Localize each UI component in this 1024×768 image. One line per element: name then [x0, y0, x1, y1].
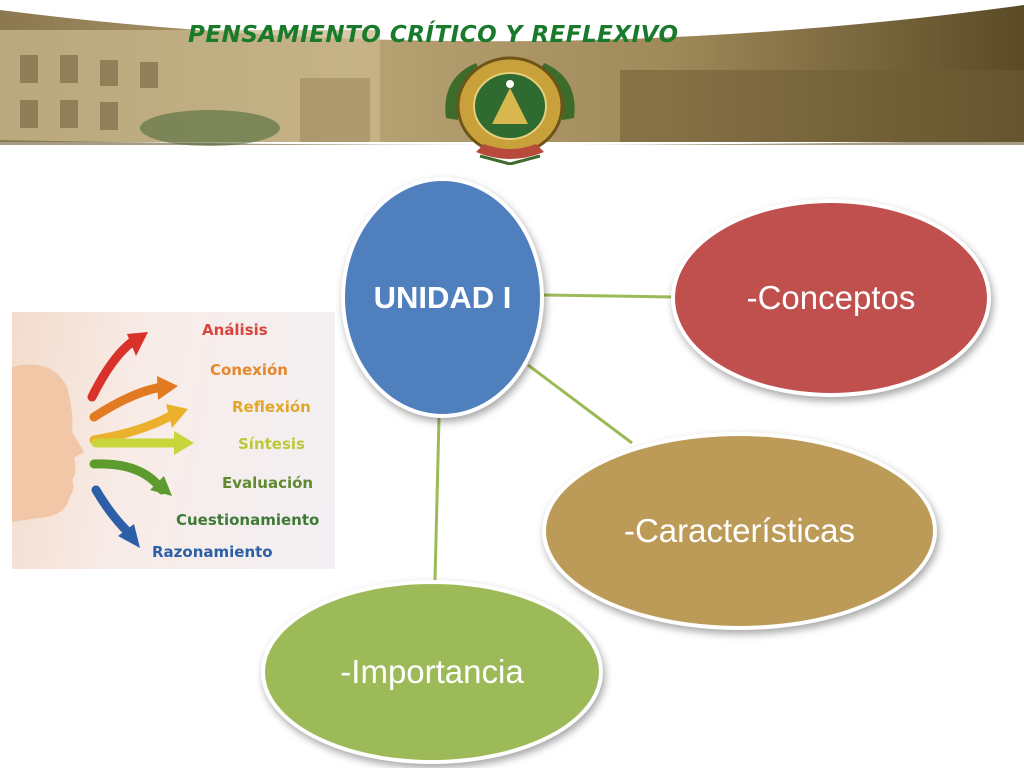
skill-label-evaluacion: Evaluación [222, 474, 314, 492]
connector-conceptos [543, 293, 674, 299]
head-with-arrows [12, 332, 194, 548]
node-importancia-label: -Importancia [340, 653, 524, 690]
page-title: PENSAMIENTO CRÍTICO Y REFLEXIVO [188, 22, 679, 48]
node-unidad-i-label: UNIDAD I [373, 279, 512, 315]
skill-label-reflexion: Reflexión [232, 398, 311, 416]
skill-label-razonamiento: Razonamiento [152, 543, 273, 561]
connector-importancia [433, 417, 441, 581]
node-conceptos: -Conceptos [671, 199, 991, 397]
university-seal [445, 56, 575, 165]
node-caracteristicas-label: -Características [623, 512, 856, 549]
skill-label-cuestionamiento: Cuestionamiento [176, 511, 320, 529]
skill-label-sintesis: Síntesis [238, 435, 305, 453]
skill-label-analisis: Análisis [202, 321, 268, 339]
connector-caracteristicas [527, 363, 633, 445]
node-importancia: -Importancia [261, 580, 603, 764]
campus-background [0, 0, 1024, 165]
critical-thinking-illustration: Análisis Conexión Reflexión Síntesis Eva… [12, 312, 335, 569]
node-conceptos-label: -Conceptos [746, 279, 916, 316]
node-caracteristicas: -Características [542, 432, 937, 630]
header-banner: PENSAMIENTO CRÍTICO Y REFLEXIVO [0, 0, 1024, 165]
node-unidad-i: UNIDAD I [341, 177, 544, 418]
skill-label-conexion: Conexión [210, 361, 288, 379]
